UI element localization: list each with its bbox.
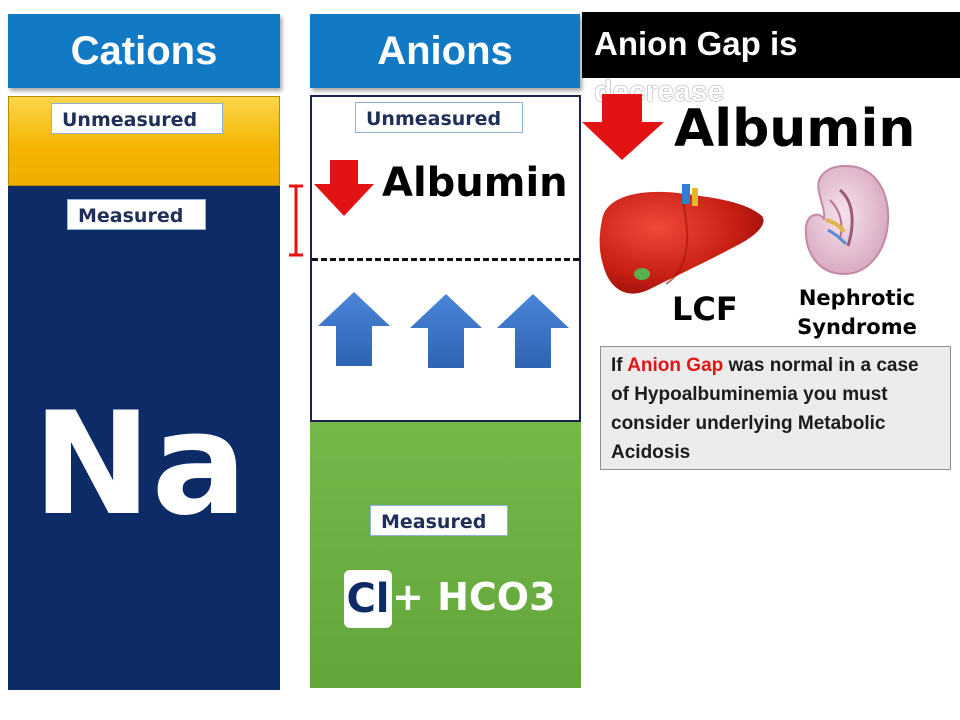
- cations-header: Cations: [8, 14, 280, 88]
- chloride-text: Cl: [346, 576, 390, 622]
- note-text: was normal in a case of Hypoalbuminemia …: [611, 355, 919, 463]
- anion-measured-tag: Measured: [370, 505, 508, 536]
- lcf-label: LCF: [672, 290, 738, 328]
- cation-unmeasured-tag: Unmeasured: [51, 103, 223, 134]
- sodium-label: Na: [32, 382, 248, 547]
- range-bracket-icon: [289, 184, 303, 257]
- nephrotic-label: Nephrotic Syndrome: [797, 286, 917, 339]
- up-arrow-icon: [410, 294, 482, 368]
- anion-gap-title: Anion Gap is: [582, 12, 960, 78]
- liver-icon: [599, 184, 764, 294]
- anion-gap-title-text: Anion Gap is: [594, 25, 798, 62]
- cations-header-text: Cations: [70, 28, 218, 73]
- cation-measured-block: [8, 186, 280, 690]
- note-highlight: Anion Gap: [627, 355, 724, 376]
- anions-header-text: Anions: [377, 28, 513, 73]
- albumin-label: Albumin: [382, 160, 568, 206]
- down-arrow-icon: [314, 160, 374, 216]
- anion-unmeasured-tag: Unmeasured: [355, 102, 523, 133]
- down-arrow-icon: [582, 94, 664, 160]
- anion-measured-block: [310, 422, 581, 688]
- note-prefix: If: [611, 355, 628, 376]
- chloride-label: Cl: [344, 570, 392, 628]
- anions-header: Anions: [310, 14, 580, 88]
- gap-divider: [312, 258, 579, 261]
- bicarbonate-label: + HCO3: [392, 575, 556, 619]
- up-arrow-icon: [318, 292, 390, 366]
- albumin-heading: Albumin: [674, 99, 916, 159]
- cation-measured-tag: Measured: [67, 199, 206, 230]
- note-box: If Anion Gap was normal in a case of Hyp…: [600, 346, 951, 470]
- up-arrow-icon: [497, 294, 569, 368]
- kidney-icon: [804, 164, 890, 276]
